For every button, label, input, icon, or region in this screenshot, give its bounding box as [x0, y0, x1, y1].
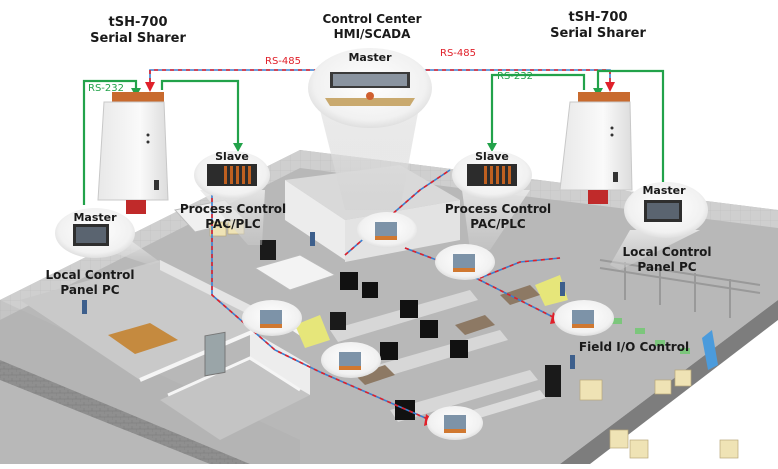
control-center-bubble[interactable] [308, 48, 432, 128]
panel-right-label-line2: Panel PC [637, 260, 697, 274]
spotlight-beams [75, 102, 700, 270]
sharer-right-title-line1: tSH-700 [568, 10, 628, 25]
plc-left-role: Slave [215, 150, 249, 163]
io-module[interactable] [242, 300, 302, 336]
io-module[interactable] [435, 244, 495, 280]
sharer-left-title-line2: Serial Sharer [90, 31, 186, 47]
panel-left-label-line2: Panel PC [60, 283, 120, 297]
plc-right-label-line2: PAC/PLC [470, 217, 526, 231]
control-center-title-line2: HMI/SCADA [333, 27, 411, 41]
rs232-left-label: RS-232 [88, 83, 124, 94]
plc-left-label-line2: PAC/PLC [205, 217, 261, 231]
field-io-label: Field I/O Control [578, 340, 690, 354]
io-module-field[interactable] [554, 300, 614, 336]
plc-right-role: Slave [475, 150, 509, 163]
sharer-device-left[interactable] [97, 92, 169, 214]
control-center-role: Master [348, 51, 392, 64]
panel-right-bubble[interactable] [624, 182, 708, 238]
control-center-title: Control Center HMI/SCADA [322, 12, 421, 42]
io-module[interactable] [357, 212, 417, 248]
io-module-bubbles [242, 212, 614, 440]
plc-left-bubble[interactable] [194, 151, 270, 199]
panel-left-role: Master [73, 211, 117, 224]
rs485-left-label: RS-485 [265, 56, 301, 67]
panel-left-label-line1: Local Control [45, 268, 135, 282]
panel-right-label-line1: Local Control [622, 245, 712, 259]
panel-left-bubble[interactable] [55, 208, 135, 258]
control-center-title-line1: Control Center [322, 12, 422, 26]
sharer-left-title-line1: tSH-700 [108, 15, 168, 30]
plc-right-label-line1: Process Control [444, 202, 552, 216]
sharer-left-title: tSH-700 Serial Sharer [90, 15, 186, 48]
panel-right-role: Master [642, 184, 686, 197]
plc-left-label-line1: Process Control [179, 202, 287, 216]
plc-left-label: Process Control PAC/PLC [180, 202, 286, 232]
sharer-right-title-line2: Serial Sharer [550, 26, 646, 42]
panel-right-label: Local Control Panel PC [623, 245, 712, 275]
panel-left-label: Local Control Panel PC [46, 268, 135, 298]
sharer-right-title: tSH-700 Serial Sharer [550, 10, 646, 43]
plc-right-label: Process Control PAC/PLC [445, 202, 551, 232]
io-module[interactable] [321, 342, 381, 378]
rs232-right-label: RS-232 [497, 71, 533, 82]
io-module[interactable] [427, 406, 483, 440]
sharer-device-right[interactable] [559, 92, 633, 204]
rs232-links [82, 69, 665, 205]
rs485-right-label: RS-485 [440, 48, 476, 59]
plc-right-bubble[interactable] [452, 151, 532, 199]
